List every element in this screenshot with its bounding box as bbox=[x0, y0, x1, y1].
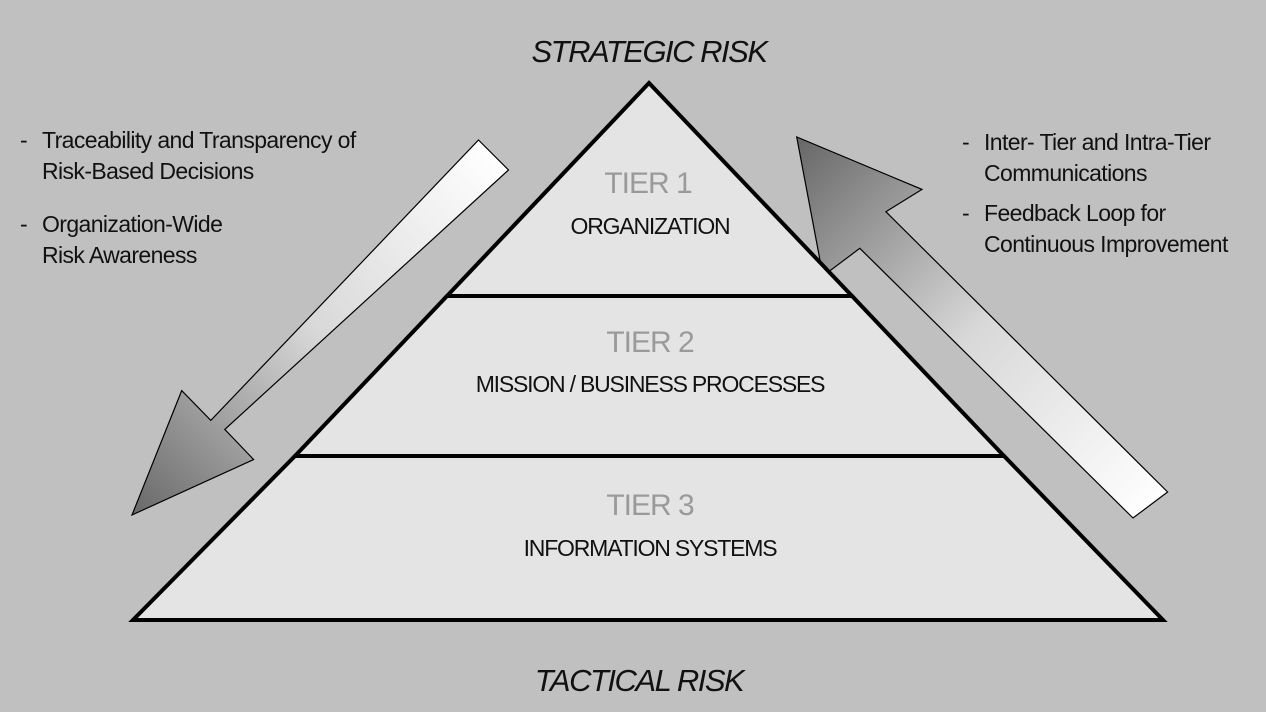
right-note-communications: - Inter- Tier and Intra-Tier Communicati… bbox=[962, 127, 1262, 189]
tier-2-name: MISSION / BUSINESS PROCESSES bbox=[475, 371, 826, 397]
tier-2-label: TIER 2 bbox=[606, 326, 694, 359]
bullet-dash: - bbox=[20, 127, 28, 153]
bullet-dash: - bbox=[962, 200, 970, 226]
tier-3-label: TIER 3 bbox=[606, 489, 694, 522]
tactical-risk-label: TACTICAL RISK bbox=[534, 663, 745, 698]
bullet-dash: - bbox=[20, 211, 28, 237]
note-line: Continuous Improvement bbox=[984, 231, 1228, 257]
upward-arrow bbox=[795, 136, 1169, 519]
note-line: Communications bbox=[984, 160, 1147, 186]
note-line: Inter- Tier and Intra-Tier bbox=[984, 129, 1211, 155]
right-note-feedback-loop: - Feedback Loop for Continuous Improveme… bbox=[962, 198, 1262, 260]
downward-arrow bbox=[130, 139, 510, 517]
note-line: Feedback Loop for bbox=[984, 200, 1166, 226]
note-line: Risk-Based Decisions bbox=[42, 158, 254, 184]
note-line: Organization-Wide bbox=[42, 211, 223, 237]
bullet-dash: - bbox=[962, 129, 970, 155]
tier-3-name: INFORMATION SYSTEMS bbox=[523, 535, 778, 561]
strategic-risk-label: STRATEGIC RISK bbox=[531, 34, 768, 69]
left-note-risk-awareness: - Organization-Wide Risk Awareness bbox=[20, 209, 420, 271]
tier-1-label: TIER 1 bbox=[604, 167, 692, 200]
tier-3-band bbox=[128, 454, 1168, 622]
note-line: Risk Awareness bbox=[42, 242, 197, 268]
left-note-traceability: - Traceability and Transparency of Risk-… bbox=[20, 125, 420, 187]
note-line: Traceability and Transparency of bbox=[42, 127, 356, 153]
tier-1-name: ORGANIZATION bbox=[570, 213, 731, 239]
